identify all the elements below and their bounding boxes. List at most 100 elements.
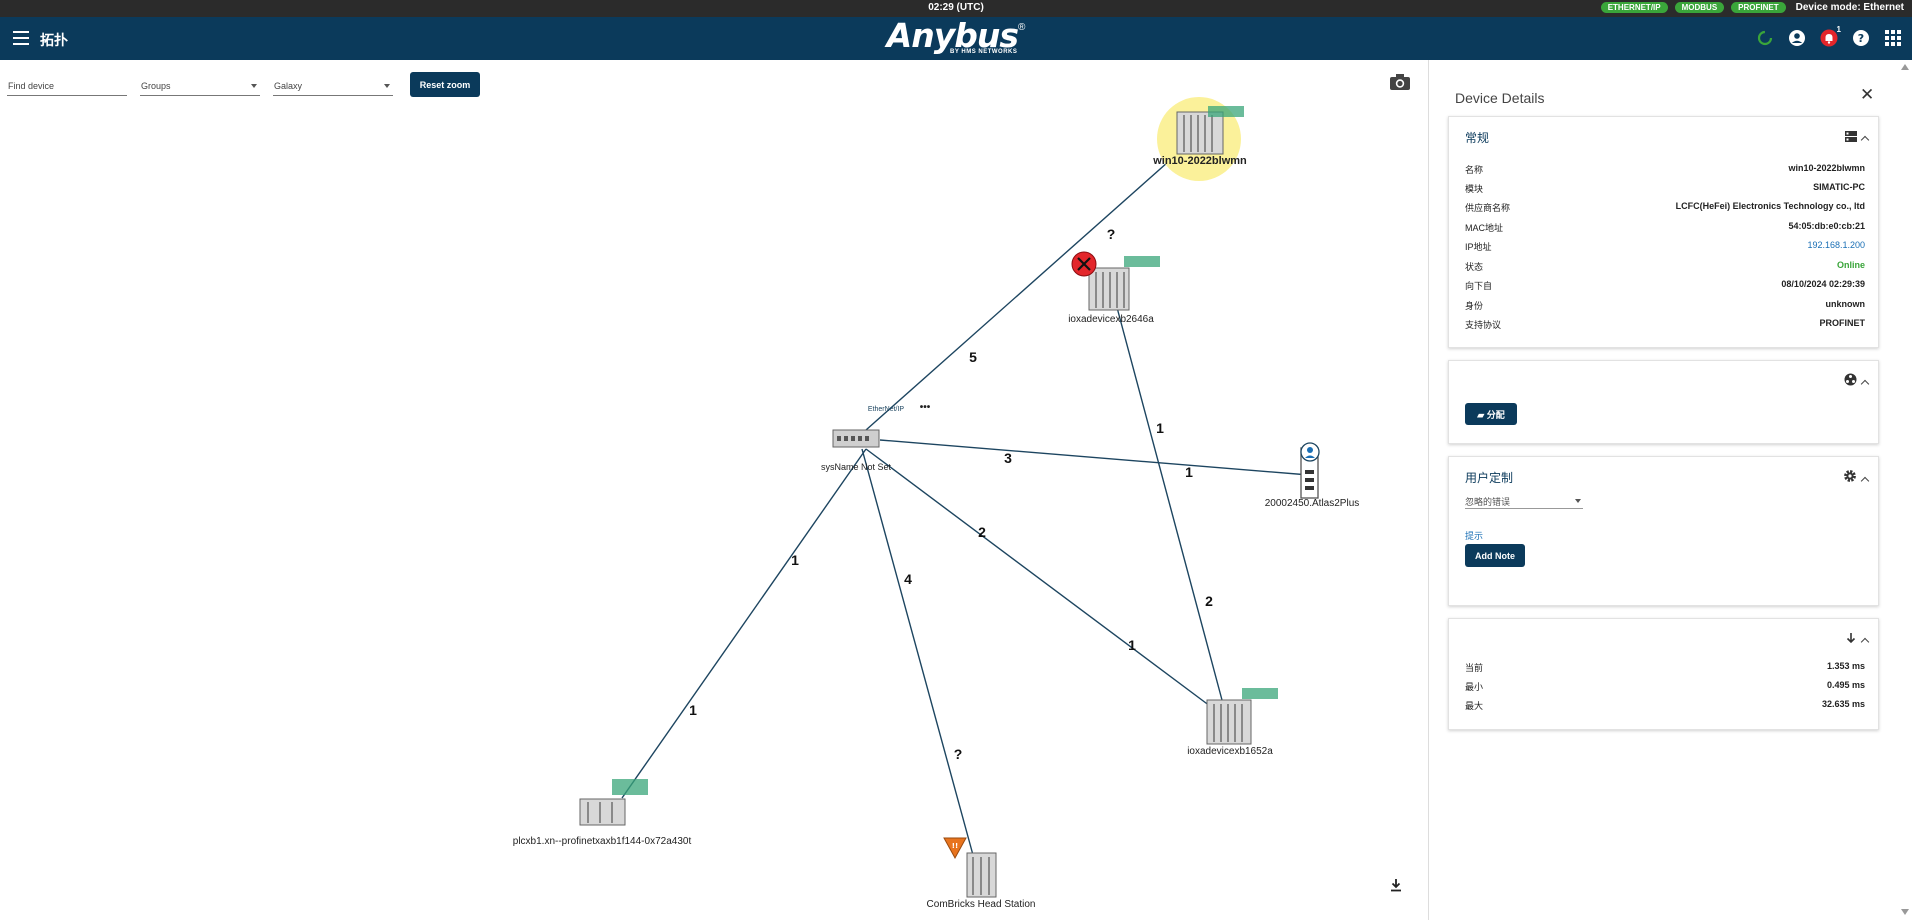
find-device-placeholder: Find device (8, 81, 55, 91)
edge-label: 1 (689, 702, 697, 718)
edge-label: 2 (1205, 593, 1213, 609)
help-icon[interactable]: ? (1852, 29, 1870, 47)
node-label-ioxa2646: ioxadevicexb2646a (1068, 314, 1154, 325)
collapse-chevron-icon[interactable] (1860, 476, 1870, 485)
protocol-badges: ETHERNET/IP MODBUS PROFINET Device mode:… (1600, 2, 1904, 13)
hamburger-menu-icon[interactable] (13, 31, 29, 45)
ignored-errors-dropdown-icon (1575, 499, 1581, 503)
switch-protocol-label: EtherNet/IP (867, 406, 905, 413)
kv-key: 供应商名称 (1465, 203, 1511, 213)
layout-select[interactable]: Galaxy (273, 78, 393, 96)
ignored-errors-select[interactable]: 忽略的错误 (1465, 491, 1583, 509)
app-header: 拓扑 Anybus® BY HMS NETWORKS 1 ? (0, 17, 1912, 60)
layout-value: Galaxy (274, 81, 303, 91)
edge-label: 3 (1004, 450, 1012, 466)
header-actions: 1 ? (1756, 25, 1902, 47)
scroll-down-icon[interactable] (1901, 909, 1909, 915)
node-plc[interactable] (579, 779, 648, 826)
apps-grid-icon[interactable] (1884, 29, 1902, 47)
kv-key: 状态 (1465, 262, 1484, 272)
edge-label: 2 (978, 524, 986, 540)
gear-icon[interactable] (1843, 469, 1857, 488)
edge-switch-win10[interactable] (865, 161, 1169, 431)
panel-title: Device Details (1455, 90, 1545, 106)
add-note-button[interactable]: Add Note (1465, 544, 1525, 567)
groups-select[interactable]: Groups (140, 78, 260, 96)
edge-label: ? (1106, 226, 1116, 242)
anybus-logo: Anybus® BY HMS NETWORKS (866, 18, 1046, 56)
assign-button[interactable]: ▰ 分配 (1465, 403, 1517, 425)
custom-card-actions (1843, 469, 1870, 488)
node-label-win10: win10-2022blwmn (1153, 155, 1247, 167)
edge-label: 1 (1128, 637, 1136, 653)
badge-modbus: MODBUS (1674, 2, 1725, 13)
logo-subtitle: BY HMS NETWORKS (950, 49, 1018, 55)
edge-switch-combricks[interactable] (861, 448, 974, 856)
node-atlas[interactable] (1300, 442, 1320, 499)
collapse-chevron-icon[interactable] (1860, 379, 1870, 389)
utc-clock: 02:29 (UTC) (928, 2, 984, 13)
connection-lines (621, 161, 1310, 856)
edge-ioxa2646-ioxa1652[interactable] (1114, 299, 1223, 701)
node-win10[interactable] (1157, 97, 1244, 181)
warning-mark: !! (952, 842, 958, 850)
node-label-switch: sysName Not Set (820, 462, 892, 472)
ignored-errors-label: 忽略的错误 (1465, 497, 1511, 507)
kv-key: MAC地址 (1465, 223, 1503, 233)
kv-value: win10-2022blwmn (1788, 163, 1865, 173)
node-ioxa2646[interactable] (1071, 251, 1160, 311)
scroll-up-icon[interactable] (1901, 64, 1909, 70)
switch-more-icon[interactable]: ••• (919, 402, 931, 413)
kv-value: LCFC(HeFei) Electronics Technology co., … (1675, 201, 1865, 211)
kv-key: 最小 (1465, 682, 1484, 692)
edge-label: 1 (1185, 464, 1193, 480)
kv-value: SIMATIC-PC (1813, 182, 1865, 192)
node-combricks[interactable]: !! (943, 837, 997, 898)
account-icon[interactable] (1788, 29, 1806, 47)
download-icon[interactable] (1389, 878, 1403, 897)
reset-zoom-button[interactable]: Reset zoom (410, 72, 480, 97)
node-label-plc: plcxb1.xn--profinetxaxb1f144-0x72a430t (512, 836, 692, 847)
ip-address-link[interactable]: 192.168.1.200 (1807, 240, 1865, 250)
network-icon[interactable] (1844, 373, 1857, 391)
device-mode: Device mode: Ethernet (1795, 2, 1904, 13)
node-label-ioxa1652: ioxadevicexb1652a (1187, 746, 1273, 757)
hint-link[interactable]: 提示 (1465, 531, 1484, 541)
badge-profinet: PROFINET (1731, 2, 1786, 13)
node-label-combricks: ComBricks Head Station (926, 899, 1036, 910)
node-label-atlas: 20002450.Atlas2Plus (1264, 498, 1360, 509)
kv-key: 最大 (1465, 701, 1484, 711)
kv-key: 向下自 (1465, 281, 1493, 291)
edge-label: 5 (969, 349, 977, 365)
topology-canvas[interactable]: !! win10-2022blwmn ioxadevicexb2646a sys… (0, 60, 1428, 920)
collapse-chevron-icon[interactable] (1860, 135, 1870, 145)
status-value: Online (1836, 260, 1865, 270)
arrow-down-icon[interactable] (1845, 631, 1857, 649)
groups-placeholder: Groups (141, 81, 171, 91)
badge-ethernet-ip: ETHERNET/IP (1600, 2, 1668, 13)
server-icon[interactable] (1845, 129, 1857, 147)
custom-heading: 用户定制 (1465, 471, 1514, 485)
kv-value: PROFINET (1819, 318, 1865, 328)
assign-label: 分配 (1486, 409, 1505, 420)
collapse-chevron-icon[interactable] (1860, 637, 1870, 647)
kv-value: unknown (1825, 299, 1866, 309)
edge-switch-ioxa1652[interactable] (865, 448, 1223, 716)
edge-switch-plc[interactable] (621, 448, 867, 799)
edge-label: 1 (1156, 420, 1164, 436)
node-switch[interactable] (832, 429, 880, 448)
edge-switch-atlas[interactable] (879, 439, 1310, 476)
layout-dropdown-icon (384, 84, 390, 88)
sync-status-icon[interactable] (1756, 29, 1774, 47)
node-ioxa1652[interactable] (1206, 688, 1278, 745)
camera-icon[interactable] (1389, 73, 1411, 96)
kv-value: 54:05:db:e0:cb:21 (1788, 221, 1865, 231)
find-device-input[interactable]: Find device (7, 78, 127, 96)
notifications-icon[interactable]: 1 (1820, 25, 1841, 47)
kv-key: 身份 (1465, 301, 1484, 311)
folder-icon: ▰ (1477, 409, 1485, 420)
close-icon[interactable]: ✕ (1860, 85, 1875, 104)
